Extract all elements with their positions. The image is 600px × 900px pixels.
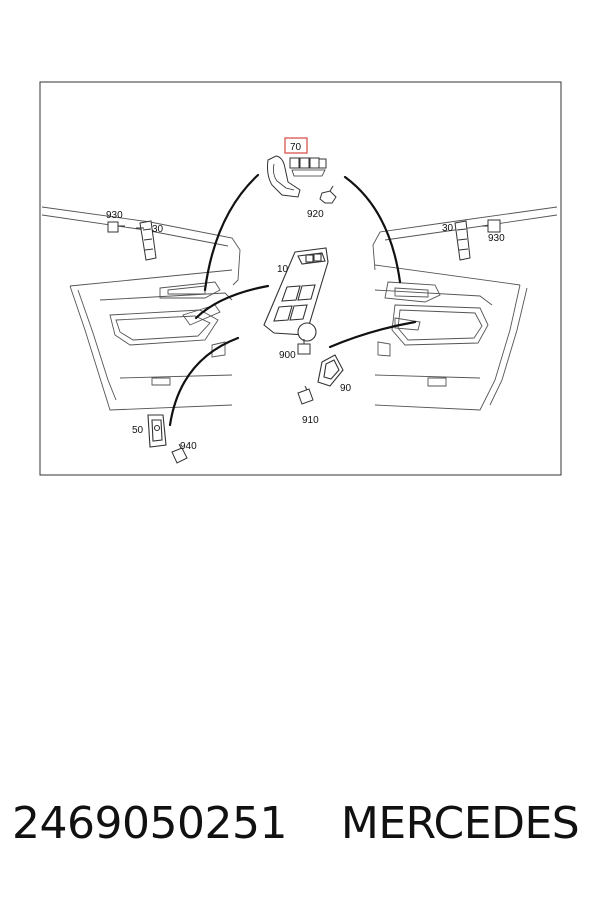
diagram-frame (39, 81, 562, 476)
label-70: 70 (290, 142, 302, 153)
part-30-right-module[interactable] (454, 220, 471, 261)
right-door-panel (372, 206, 558, 411)
leader-lines (168, 173, 417, 427)
caption-gap (287, 798, 341, 849)
label-930-left: 930 (106, 210, 123, 221)
label-940: 940 (180, 441, 197, 452)
part-910-connector[interactable] (297, 385, 314, 405)
label-930-right: 930 (488, 233, 505, 244)
label-50: 50 (132, 425, 144, 436)
label-90: 90 (340, 383, 352, 394)
part-930-left-connector[interactable] (107, 221, 125, 233)
part-940-connector[interactable] (171, 443, 188, 464)
label-10: 10 (277, 264, 289, 275)
label-920: 920 (307, 209, 324, 220)
part-70-highlight (284, 137, 308, 154)
part-90-switch[interactable] (317, 354, 344, 387)
label-30-left: 30 (152, 224, 164, 235)
part-50-switch[interactable] (147, 414, 167, 448)
brand-name: MERCEDES (340, 798, 580, 849)
label-30-right: 30 (442, 223, 454, 234)
part-900-connector[interactable] (297, 339, 311, 355)
part-number: 2469050251 (12, 798, 287, 849)
part-930-right-connector[interactable] (482, 219, 501, 233)
part-70-seat-switch[interactable] (267, 137, 327, 198)
label-900: 900 (279, 350, 296, 361)
part-caption: 2469050251 MERCEDES (0, 798, 600, 868)
part-10-window-switch[interactable] (263, 247, 329, 342)
part-30-left-module[interactable] (136, 220, 157, 261)
left-door-panel (41, 206, 241, 411)
label-910: 910 (302, 415, 319, 426)
part-920-connector[interactable] (319, 185, 337, 204)
